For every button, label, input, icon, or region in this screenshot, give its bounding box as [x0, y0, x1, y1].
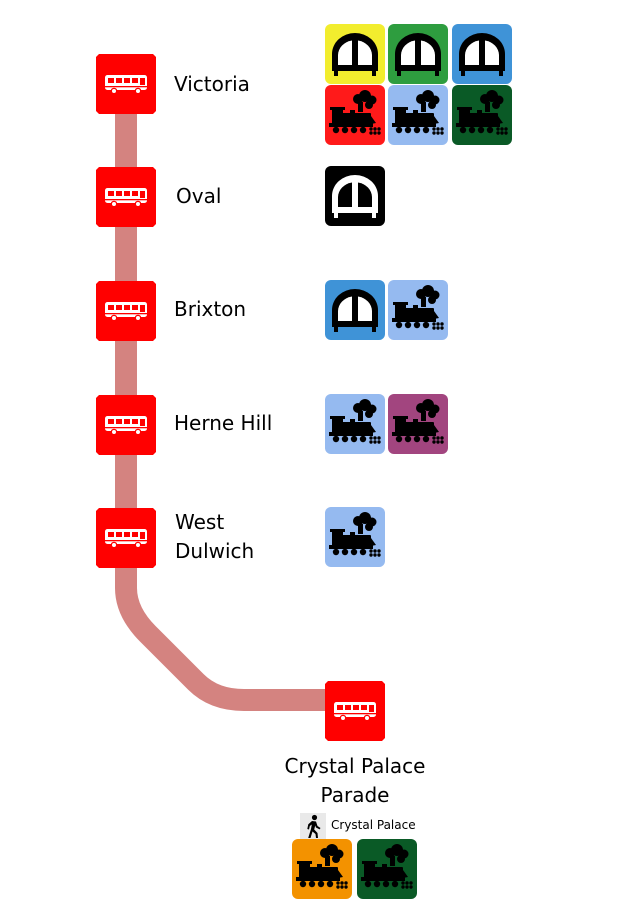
- steam-train-icon: [392, 90, 444, 135]
- stop-label-victoria: Victoria: [174, 72, 250, 96]
- steam-train-icon: [329, 90, 381, 135]
- victoria-underground-tile-1: [325, 24, 385, 84]
- stop-label-line-1: West: [175, 510, 225, 534]
- stop-label-oval: Oval: [176, 184, 222, 208]
- stop-label-line-2: Dulwich: [175, 539, 255, 563]
- bus-icon: [105, 302, 147, 322]
- stop-icon-oval: [96, 167, 156, 227]
- steam-train-icon: [392, 285, 444, 330]
- steam-train-icon: [456, 90, 508, 135]
- victoria-rail-tile-1: [325, 85, 385, 145]
- steam-train-icon: [392, 399, 444, 444]
- bus-icon: [334, 702, 376, 722]
- underground-train-icon: [459, 33, 505, 76]
- terminus-label: Crystal Palace Parade: [255, 752, 455, 810]
- bus-icon: [105, 188, 147, 208]
- bus-icon: [105, 416, 147, 436]
- underground-train-icon: [395, 33, 441, 76]
- steam-train-icon: [329, 512, 381, 557]
- underground-train-icon: [332, 289, 378, 332]
- victoria-underground-tile-2: [388, 24, 448, 84]
- walking-person-icon: [300, 813, 326, 839]
- crystal-palace-rail-tile-2: [357, 839, 417, 899]
- steam-train-icon: [329, 399, 381, 444]
- stop-label-west-dulwich: West Dulwich: [175, 508, 254, 566]
- brixton-underground-tile: [325, 280, 385, 340]
- herne-hill-rail-tile-1: [325, 394, 385, 454]
- steam-train-icon: [361, 844, 413, 889]
- underground-train-icon: [332, 175, 378, 218]
- stop-icon-herne-hill: [96, 395, 156, 455]
- bus-icon: [105, 75, 147, 95]
- stop-label-herne-hill: Herne Hill: [174, 411, 273, 435]
- terminus-label-line-1: Crystal Palace: [284, 754, 426, 778]
- bus-icon: [105, 529, 147, 549]
- walk-label: Crystal Palace: [331, 818, 416, 832]
- west-dulwich-rail-tile: [325, 507, 385, 567]
- victoria-rail-tile-3: [452, 85, 512, 145]
- terminus-label-line-2: Parade: [320, 783, 390, 807]
- crystal-palace-rail-tile-1: [292, 839, 352, 899]
- stop-icon-crystal-palace-parade: [325, 681, 385, 741]
- steam-train-icon: [296, 844, 348, 889]
- herne-hill-rail-tile-2: [388, 394, 448, 454]
- stop-label-brixton: Brixton: [174, 297, 247, 321]
- stop-icon-brixton: [96, 281, 156, 341]
- underground-train-icon: [332, 33, 378, 76]
- victoria-underground-tile-3: [452, 24, 512, 84]
- route-line: [115, 82, 354, 711]
- victoria-rail-tile-2: [388, 85, 448, 145]
- stop-icon-west-dulwich: [96, 508, 156, 568]
- oval-underground-tile: [325, 166, 385, 226]
- stop-icon-victoria: [96, 54, 156, 114]
- brixton-rail-tile: [388, 280, 448, 340]
